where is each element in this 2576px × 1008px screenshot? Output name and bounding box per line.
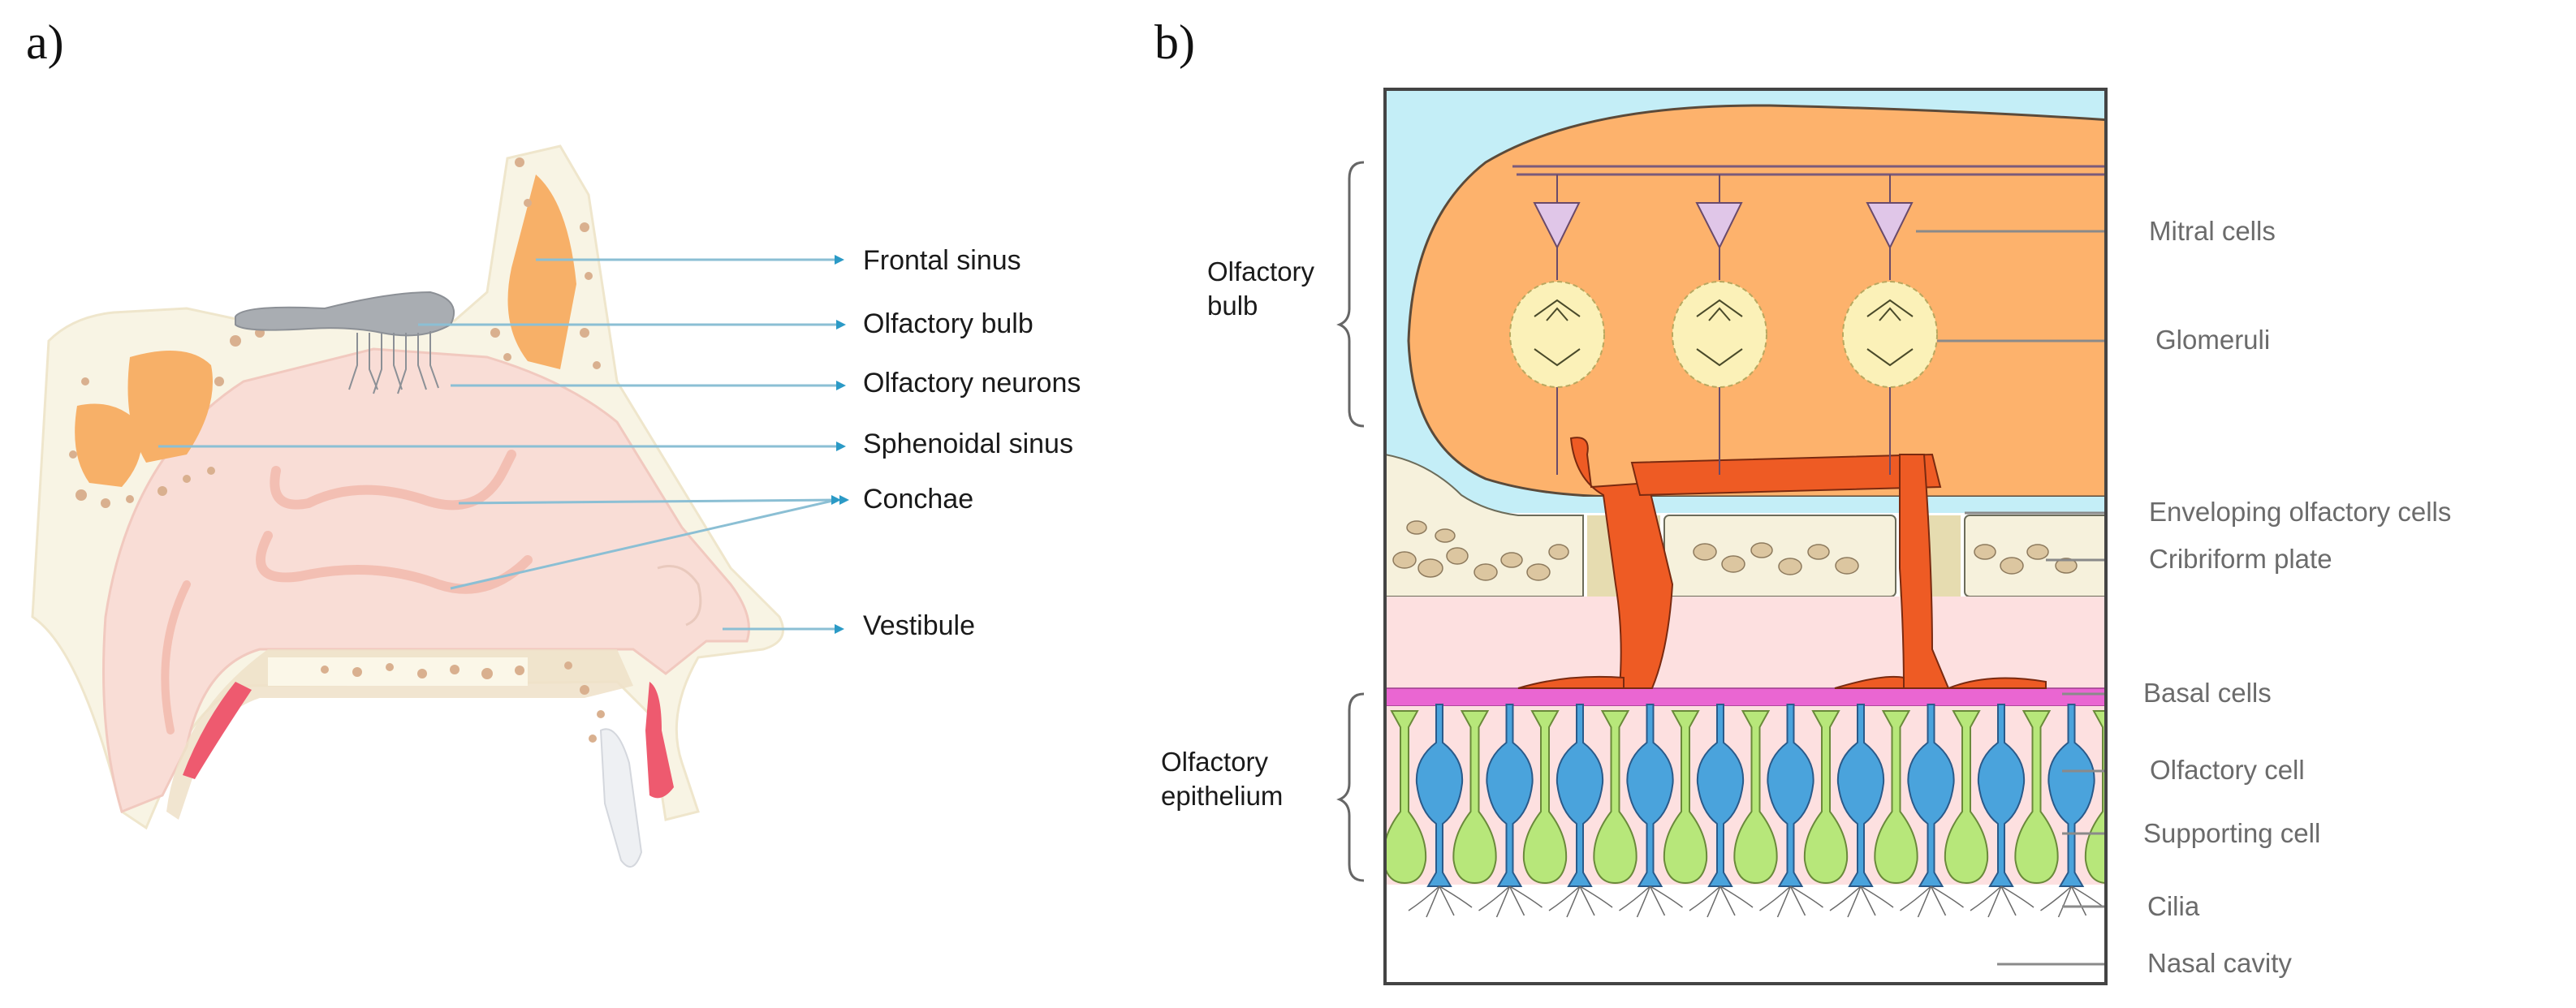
label-olfactory-bulb-bracket: Olfactory bulb [1207,255,1314,323]
cilia [1759,885,1823,918]
supporting-cell [1733,710,1778,885]
cilia [2040,885,2104,918]
enveloping-olfactory-cells [1517,437,2047,689]
panel-b-letter: b) [1154,15,1195,69]
cilia [1689,885,1754,918]
bracket-label-line1: Olfactory [1161,747,1269,777]
basal-cell-layer [1385,687,2106,707]
olfactory-cell [1907,704,1955,887]
pointer-lines [158,258,840,631]
label-vestibule: Vestibule [863,610,975,641]
olfactory-cell [1977,704,2026,887]
olfactory-cell [1696,704,1745,887]
supporting-cell [1663,710,1708,885]
supporting-cell [1452,710,1497,885]
olfactory-cell [2047,704,2095,887]
cilia [1900,885,1964,918]
cilia [1478,885,1543,918]
lamina-propria [1385,597,2106,690]
nasal-cavity-region [1385,885,2106,984]
concha-inferior [161,580,191,734]
label-glomeruli: Glomeruli [2155,325,2271,355]
pointer-arrowheads [831,255,849,634]
hard-palate [166,649,633,820]
label-cribriform-plate: Cribriform plate [2149,544,2332,574]
vessel-right [645,682,674,799]
supporting-cell [1803,710,1849,885]
bulb-bracket [1336,161,1365,428]
mitral-connectors [1556,174,1891,475]
mitral-cells [1533,202,1914,250]
nostril [657,565,702,627]
olfactory-cell [1767,704,1814,887]
olfactory-cell [1556,704,1604,887]
supporting-cell [1874,710,1918,885]
label-olfactory-neurons: Olfactory neurons [863,368,1081,398]
glomerulus-fibers [1534,299,1914,367]
olfactory-cell [1626,704,1674,887]
sphenoidal-sinus-2 [75,403,142,487]
cilia [1548,885,1613,918]
mitral-axon-tract [1512,165,2106,176]
label-sphenoidal-sinus: Sphenoidal sinus [863,429,1073,459]
olfactory-cell [1486,704,1534,887]
concha-upper [270,450,516,510]
label-frontal-sinus: Frontal sinus [863,245,1021,276]
cilia [1408,885,1473,918]
olfactory-cell [1836,704,1885,887]
label-enveloping-olfactory-cells: Enveloping olfactory cells [2149,497,2452,527]
label-mitral-cells: Mitral cells [2149,216,2276,246]
supporting-cell [1522,710,1568,885]
palate-bone-band [268,657,528,686]
incisor-tooth [599,728,643,868]
olfactory-bulb-region [1407,104,2106,498]
concha-lower [256,531,533,594]
olfactory-cell [1415,704,1464,887]
label-conchae: Conchae [863,484,974,515]
supporting-cell [2084,710,2106,884]
bone-spots [69,157,605,743]
supporting-cell [1593,710,1638,885]
label-olfactory-cell: Olfactory cell [2150,755,2305,785]
cilia [1829,885,1894,918]
bracket-label-line2: epithelium [1161,781,1284,811]
label-basal-cells: Basal cells [2143,678,2272,708]
cilia [1970,885,2034,918]
cilia [1619,885,1683,918]
bone-texture [1392,520,2078,581]
label-cilia: Cilia [2147,891,2200,921]
frontal-sinus [507,174,576,369]
panel-a-letter: a) [26,15,64,69]
vessel-left [183,682,252,779]
label-supporting-cell: Supporting cell [2143,818,2321,848]
supporting-cell [1944,710,1989,885]
label-olfactory-epithelium-bracket: Olfactory epithelium [1161,745,1283,813]
epithelium-bracket [1336,692,1365,882]
olfactory-neuron-fibers [348,331,439,394]
supporting-cell [2014,710,2059,885]
bracket-label-line2: bulb [1207,291,1258,321]
label-olfactory-bulb: Olfactory bulb [863,308,1033,339]
bracket-label-line1: Olfactory [1207,256,1315,286]
sphenoidal-sinus-1 [127,351,213,463]
label-nasal-cavity: Nasal cavity [2147,948,2292,978]
glomeruli [1509,281,1938,388]
panel-b-frame [1383,88,2108,985]
epithelial-cells [1385,704,2106,918]
